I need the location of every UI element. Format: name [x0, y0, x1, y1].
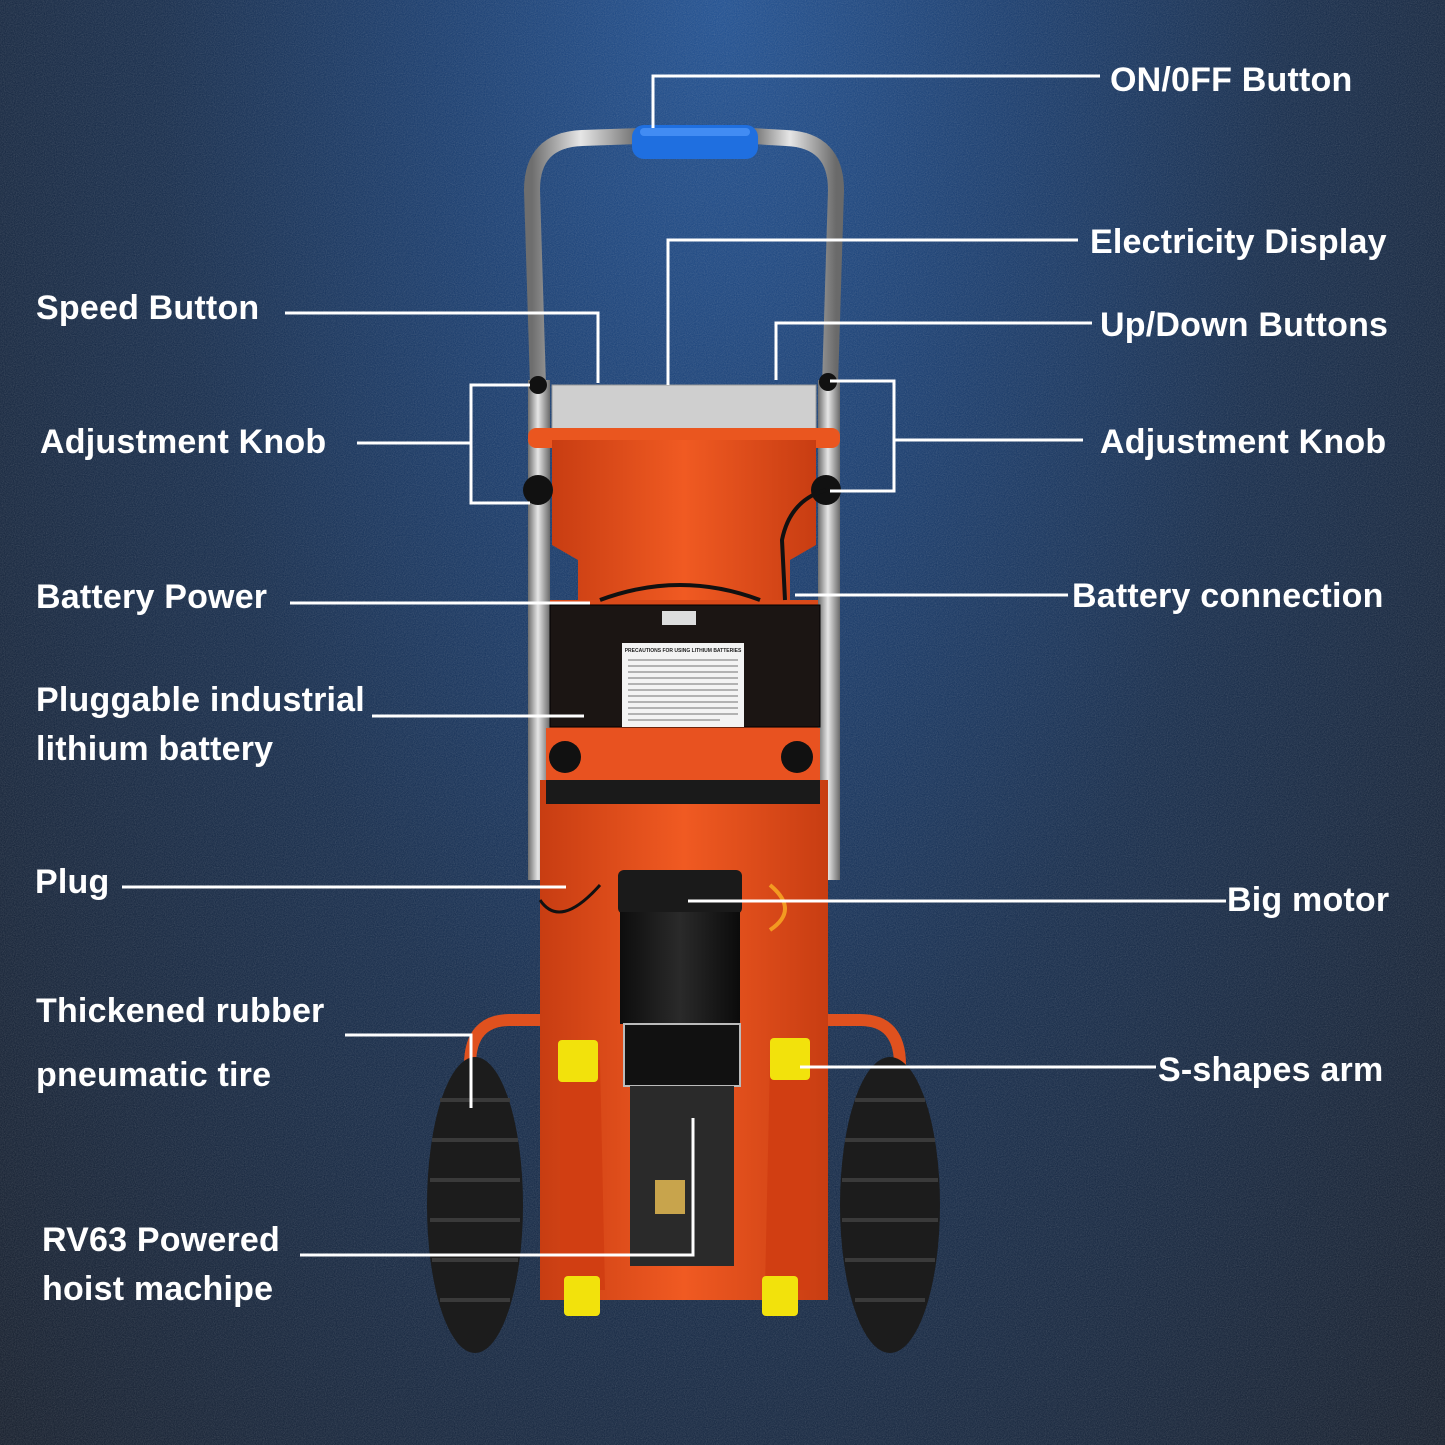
- left-pneumatic-tire: [427, 1057, 523, 1353]
- label-hoist-line2: hoist machipe: [42, 1270, 274, 1308]
- knob-icon: [549, 741, 581, 773]
- big-motor: [620, 912, 740, 1024]
- on-off-leader: [651, 74, 1100, 128]
- battery-warning-sticker: [622, 643, 744, 727]
- rv63-gearbox: [630, 1086, 734, 1266]
- label-electricity-display: Electricity Display: [1090, 223, 1387, 261]
- callout-lines: [122, 74, 1226, 1257]
- hoist-leader: [300, 1118, 695, 1257]
- battery-tray: [546, 780, 820, 804]
- label-battery-connection: Battery connection: [1072, 577, 1384, 615]
- top-control-panel: [551, 384, 817, 431]
- knob-icon: [781, 741, 813, 773]
- upper-body: [552, 440, 816, 600]
- s-shapes-arms: [558, 1038, 810, 1316]
- label-rubber-tire-line1: Thickened rubber: [36, 992, 325, 1030]
- knob-left-bracket: [469, 383, 530, 505]
- speed-button-leader: [285, 311, 600, 383]
- tire-leader: [345, 1033, 473, 1108]
- label-plug: Plug: [35, 863, 110, 901]
- yellow-pad: [558, 1040, 598, 1082]
- label-big-motor: Big motor: [1227, 881, 1390, 919]
- yellow-pad: [564, 1276, 600, 1316]
- up-down-leader: [774, 321, 1092, 380]
- knob-right-bracket: [830, 379, 896, 493]
- label-pluggable-battery-line2: lithium battery: [36, 730, 274, 768]
- label-adjustment-knob-right: Adjustment Knob: [1100, 423, 1387, 461]
- yellow-pad: [770, 1038, 810, 1080]
- label-rubber-tire-line2: pneumatic tire: [36, 1056, 272, 1094]
- motor-cap: [618, 870, 742, 914]
- electricity-display-leader: [666, 238, 1078, 385]
- right-pneumatic-tire: [840, 1057, 940, 1353]
- knob-icon: [523, 475, 553, 505]
- adjustment-knobs: [523, 373, 841, 773]
- label-speed-button: Speed Button: [36, 289, 260, 327]
- label-on-off-button: ON/0FF Button: [1110, 61, 1353, 99]
- label-adjustment-knob-left: Adjustment Knob: [40, 423, 327, 461]
- label-up-down-buttons: Up/Down Buttons: [1100, 306, 1389, 344]
- label-battery-power: Battery Power: [36, 578, 268, 616]
- label-hoist-line1: RV63 Powered: [42, 1221, 280, 1259]
- handle-frame: [523, 125, 845, 386]
- right-rail: [818, 380, 840, 880]
- label-pluggable-battery-line1: Pluggable industrial: [36, 681, 365, 719]
- left-rail: [528, 380, 550, 880]
- yellow-pad: [762, 1276, 798, 1316]
- sticker-title: PRECAUTIONS FOR USING LITHIUM BATTERIES: [625, 648, 742, 654]
- label-s-shapes-arm: S-shapes arm: [1158, 1051, 1384, 1089]
